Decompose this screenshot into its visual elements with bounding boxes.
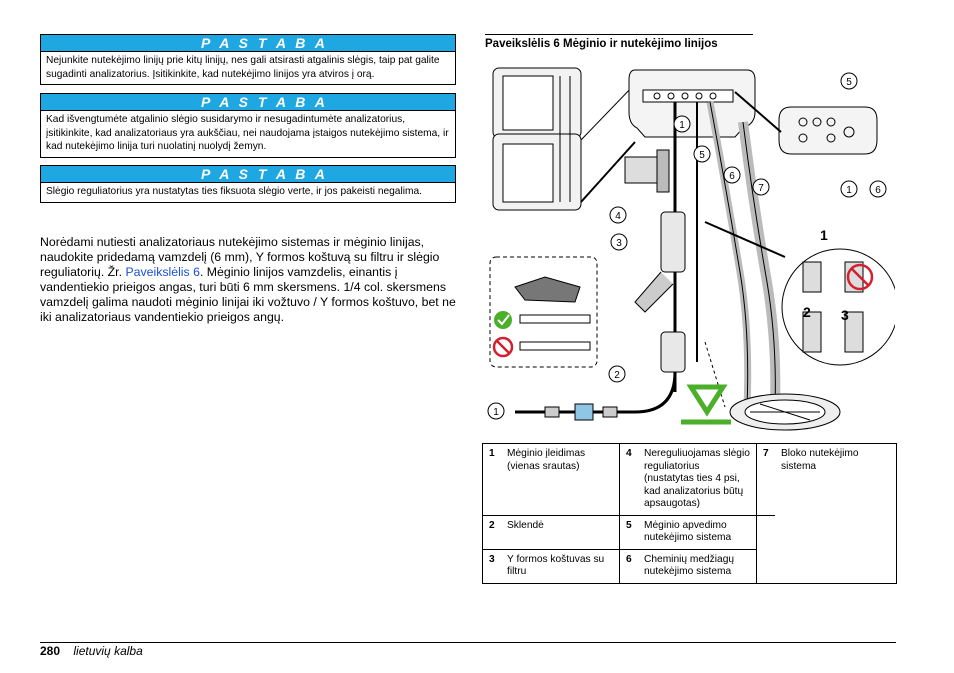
svg-text:6: 6 bbox=[729, 171, 735, 182]
legend-text: Bloko nutekėjimo sistema bbox=[775, 443, 897, 584]
legend-number: 1 bbox=[482, 443, 501, 516]
footer-language: lietuvių kalba bbox=[73, 644, 143, 658]
note-header: P A S T A B A bbox=[41, 94, 455, 111]
table-row: 3 Y formos koštuvas su filtru 6 Cheminių… bbox=[482, 548, 897, 584]
legend-number: 3 bbox=[482, 548, 501, 584]
svg-text:5: 5 bbox=[699, 150, 705, 161]
page-number: 280 bbox=[40, 644, 61, 658]
note-text: Kad išvengtumėte atgalinio slėgio susida… bbox=[46, 114, 449, 152]
callout-1b: 1 bbox=[487, 402, 505, 420]
callout-5: 5 bbox=[693, 145, 711, 163]
legend-text: Nereguliuojamas slėgio reguliatorius (nu… bbox=[638, 443, 757, 516]
legend-number: 4 bbox=[619, 443, 638, 516]
legend-number: 5 bbox=[619, 514, 638, 550]
legend-text: Cheminių medžiagų nutekėjimo sistema bbox=[638, 548, 757, 584]
figure-link[interactable]: Paveikslėlis 6 bbox=[125, 265, 200, 279]
callout-6: 6 bbox=[723, 166, 741, 184]
svg-text:3: 3 bbox=[616, 238, 622, 249]
svg-text:5: 5 bbox=[846, 77, 852, 88]
legend-number: 7 bbox=[756, 443, 775, 516]
plumbing-diagram: 1 5 6 7 4 3 2 1 5 1 6 1 2 3 bbox=[487, 67, 895, 431]
note-text: Nejunkite nutekėjimo linijų prie kitų li… bbox=[46, 55, 440, 80]
legend-text: Sklendė bbox=[501, 514, 620, 550]
legend-text: Mėginio įleidimas (vienas srautas) bbox=[501, 443, 620, 516]
note-box-3: P A S T A B A Slėgio reguliatorius yra n… bbox=[40, 165, 456, 203]
callout-4: 4 bbox=[609, 206, 627, 224]
figure-title: Paveikslėlis 6 Mėginio ir nutekėjimo lin… bbox=[485, 34, 753, 50]
legend-empty bbox=[756, 515, 775, 549]
legend-text: Mėginio apvedimo nutekėjimo sistema bbox=[638, 514, 757, 550]
note-text: Slėgio reguliatorius yra nustatytas ties… bbox=[46, 186, 422, 197]
step-3: 3 bbox=[841, 307, 849, 323]
callout-2: 2 bbox=[608, 365, 626, 383]
svg-text:1: 1 bbox=[679, 120, 685, 131]
paragraph-text: Norėdami nutiesti analizatoriaus nutekėj… bbox=[40, 235, 440, 279]
page-footer: 280 lietuvių kalba bbox=[40, 644, 143, 658]
legend-empty bbox=[756, 549, 775, 584]
table-row: 2 Sklendė 5 Mėginio apvedimo nutekėjimo … bbox=[482, 514, 897, 550]
note-header: P A S T A B A bbox=[41, 166, 455, 183]
svg-text:1: 1 bbox=[846, 185, 852, 196]
note-header: P A S T A B A bbox=[41, 35, 455, 52]
svg-text:4: 4 bbox=[615, 211, 621, 222]
callout-1c: 1 bbox=[840, 180, 858, 198]
step-1: 1 bbox=[820, 227, 828, 243]
callout-5b: 5 bbox=[840, 72, 858, 90]
analyzer-illustration bbox=[492, 67, 582, 211]
paragraph-text: . Mėginio linijos vamzdelis, einantis į … bbox=[40, 265, 456, 324]
svg-text:7: 7 bbox=[758, 183, 764, 194]
callout-6b: 6 bbox=[869, 180, 887, 198]
legend-text: Y formos koštuvas su filtru bbox=[501, 548, 620, 584]
svg-text:6: 6 bbox=[875, 185, 881, 196]
callout-7: 7 bbox=[752, 178, 770, 196]
table-row: 1 Mėginio įleidimas (vienas srautas) 4 N… bbox=[482, 443, 897, 584]
callout-1: 1 bbox=[673, 115, 691, 133]
footer-rule bbox=[40, 642, 896, 643]
svg-text:1: 1 bbox=[493, 407, 499, 418]
legend-table: 1 Mėginio įleidimas (vienas srautas) 4 N… bbox=[482, 443, 897, 584]
legend-number: 2 bbox=[482, 514, 501, 550]
svg-text:2: 2 bbox=[614, 370, 620, 381]
legend-number: 6 bbox=[619, 548, 638, 584]
callout-3: 3 bbox=[610, 233, 628, 251]
step-2: 2 bbox=[803, 304, 811, 320]
note-box-1: P A S T A B A Nejunkite nutekėjimo linij… bbox=[40, 34, 456, 85]
body-paragraph: Norėdami nutiesti analizatoriaus nutekėj… bbox=[40, 235, 458, 325]
note-box-2: P A S T A B A Kad išvengtumėte atgalinio… bbox=[40, 93, 456, 158]
